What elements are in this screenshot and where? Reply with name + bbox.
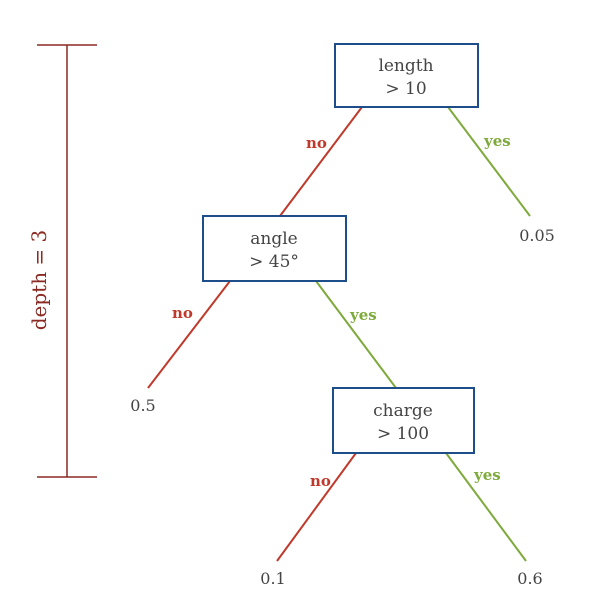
node-length: length > 10: [334, 43, 479, 108]
node-charge-threshold: > 100: [377, 424, 429, 444]
edge-angle-no: [147, 280, 231, 389]
edge-label-angle-no: no: [172, 304, 193, 322]
node-length-box: [334, 43, 479, 108]
node-length-threshold: > 10: [385, 79, 426, 99]
leaves: 0.05 0.5 0.1 0.6: [130, 226, 555, 588]
node-charge-feature: charge: [373, 401, 433, 421]
leaf-charge-no: 0.1: [260, 569, 285, 588]
edge-label-angle-yes: yes: [349, 306, 377, 324]
leaf-length-yes: 0.05: [519, 226, 555, 245]
edge-label-length-yes: yes: [483, 132, 511, 150]
node-angle-feature: angle: [250, 229, 297, 249]
node-angle-box: [202, 215, 347, 282]
depth-label: depth = 3: [27, 230, 51, 331]
edge-charge-no: [276, 452, 357, 562]
edge-labels: no yes no yes no yes: [172, 132, 511, 490]
leaf-angle-no: 0.5: [130, 396, 155, 415]
node-length-feature: length: [378, 56, 433, 76]
node-angle-threshold: > 45°: [249, 252, 299, 272]
edge-length-yes: [447, 106, 531, 217]
edge-length-no: [279, 106, 363, 217]
edge-label-charge-yes: yes: [473, 466, 501, 484]
edge-label-length-no: no: [306, 134, 327, 152]
node-charge: charge > 100: [332, 387, 475, 454]
node-angle: angle > 45°: [202, 215, 347, 282]
edges: [147, 106, 531, 562]
leaf-charge-yes: 0.6: [517, 569, 542, 588]
edge-angle-yes: [315, 280, 397, 389]
edge-label-charge-no: no: [310, 472, 331, 490]
depth-bracket: depth = 3: [27, 44, 97, 478]
edge-charge-yes: [445, 452, 527, 562]
node-charge-box: [332, 387, 475, 454]
